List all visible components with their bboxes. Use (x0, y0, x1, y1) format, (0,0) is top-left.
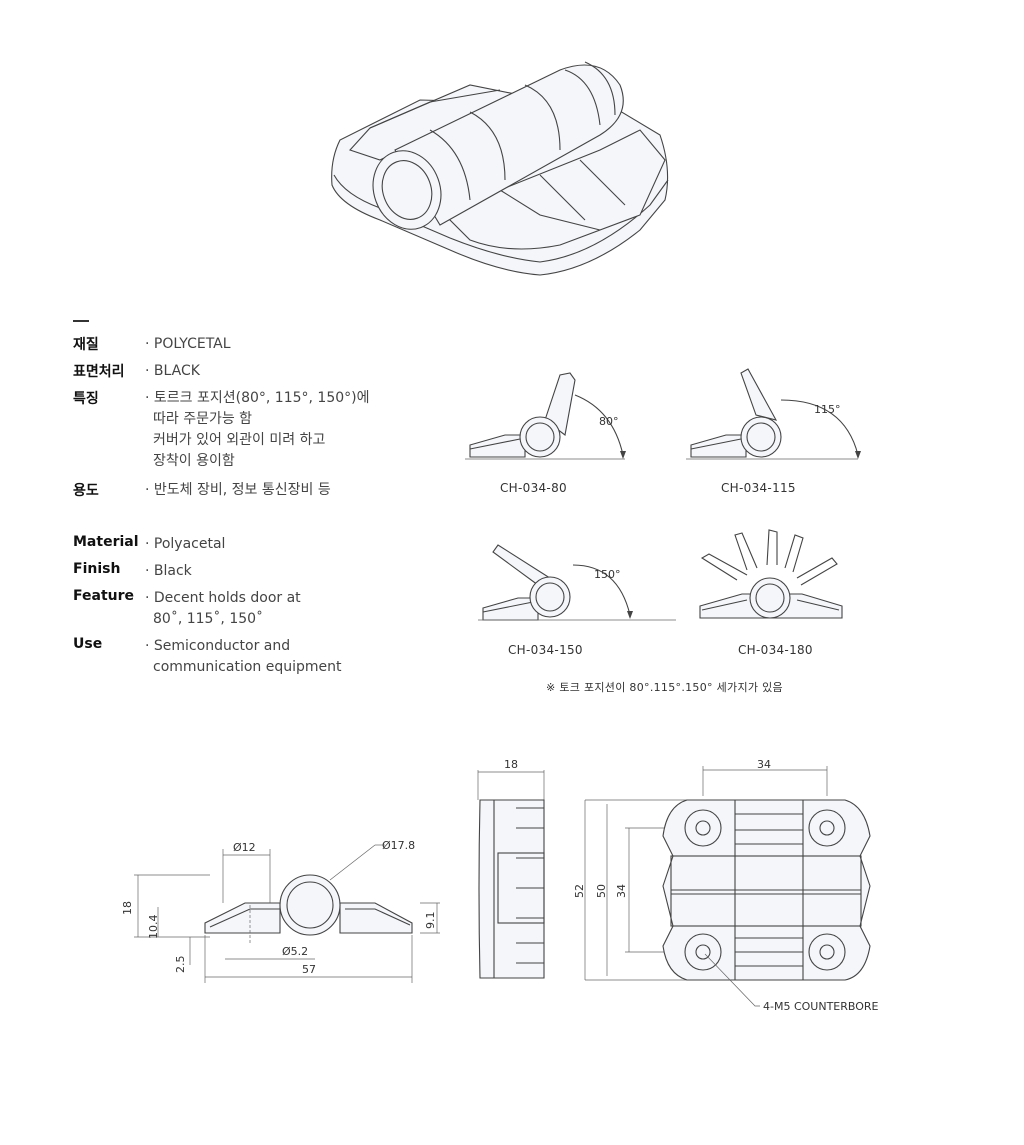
angle-label: 150° (594, 568, 621, 581)
spec-value-block: · Semiconductor and communication equipm… (145, 636, 341, 678)
dimension-label: 34 (757, 758, 771, 771)
spec-key: Feature (73, 588, 134, 604)
spec-key: 재질 (73, 337, 99, 353)
section-dash (73, 320, 89, 322)
spec-line: · Decent holds door at (145, 590, 301, 606)
spec-line: 장착이 용이함 (153, 453, 235, 469)
side-view-drawing: Ø12 Ø17.8 18 10.4 2.5 Ø5.2 9.1 57 (121, 839, 440, 983)
angle-label: 80° (599, 415, 619, 428)
dimension-label: Ø5.2 (282, 945, 308, 958)
spec-key: Use (73, 636, 103, 652)
position-diagram-180 (699, 529, 843, 619)
position-diagram-150: 150° (478, 544, 676, 621)
torque-note: ※ 토크 포지션이 80°.115°.150° 세가지가 있음 (546, 681, 783, 694)
spec-value: · 반도체 장비, 정보 통신장비 등 (145, 482, 331, 498)
dimension-label: 2.5 (174, 956, 187, 974)
spec-value: · Black (145, 563, 192, 579)
spec-key: Material (73, 534, 139, 550)
spec-key: 특징 (73, 391, 99, 407)
position-caption: CH-034-180 (738, 643, 813, 657)
spec-line: communication equipment (153, 659, 342, 675)
spec-value-block: · 토르크 포지션(80°, 115°, 150°)에 따라 주문가능 함 커버… (145, 388, 370, 472)
dimension-label: 4-M5 COUNTERBORE (763, 1000, 879, 1013)
position-diagram-115: 115° (686, 368, 861, 460)
position-caption: CH-034-115 (721, 481, 796, 495)
spec-line: · Semiconductor and (145, 638, 291, 654)
spec-key: 용도 (73, 483, 99, 499)
spec-value-block: · Decent holds door at 80˚, 115˚, 150˚ (145, 588, 301, 630)
spec-value: · POLYCETAL (145, 336, 231, 352)
dimension-label: 18 (504, 758, 518, 771)
position-diagram-80: 80° (465, 372, 626, 460)
dimension-label: 50 (595, 884, 608, 898)
spec-value: · BLACK (145, 363, 200, 379)
top-view-drawing: 34 52 50 34 4-M5 COUNTERBORE (573, 758, 879, 1013)
dimension-label: 18 (121, 901, 134, 915)
dimension-label: 52 (573, 884, 586, 898)
dimension-label: 34 (615, 884, 628, 898)
spec-line: 80˚, 115˚, 150˚ (153, 611, 264, 627)
dimension-label: Ø12 (233, 841, 256, 854)
position-caption: CH-034-150 (508, 643, 583, 657)
hinge-product-illustration (331, 61, 669, 276)
spec-key: 표면처리 (73, 364, 125, 380)
dimension-label: Ø17.8 (382, 839, 415, 852)
spec-line: 따라 주문가능 함 (153, 411, 253, 427)
angle-label: 115° (814, 403, 841, 416)
spec-line: · 토르크 포지션(80°, 115°, 150°)에 (145, 390, 370, 406)
spec-value: · Polyacetal (145, 536, 226, 552)
spec-line: 커버가 있어 외관이 미려 하고 (153, 432, 326, 448)
spec-key: Finish (73, 561, 121, 577)
position-caption: CH-034-80 (500, 481, 567, 495)
end-view-drawing: 18 (477, 758, 545, 979)
dimension-label: 57 (302, 963, 316, 976)
dimension-label: 9.1 (424, 912, 437, 930)
dimension-label: 10.4 (147, 915, 160, 940)
